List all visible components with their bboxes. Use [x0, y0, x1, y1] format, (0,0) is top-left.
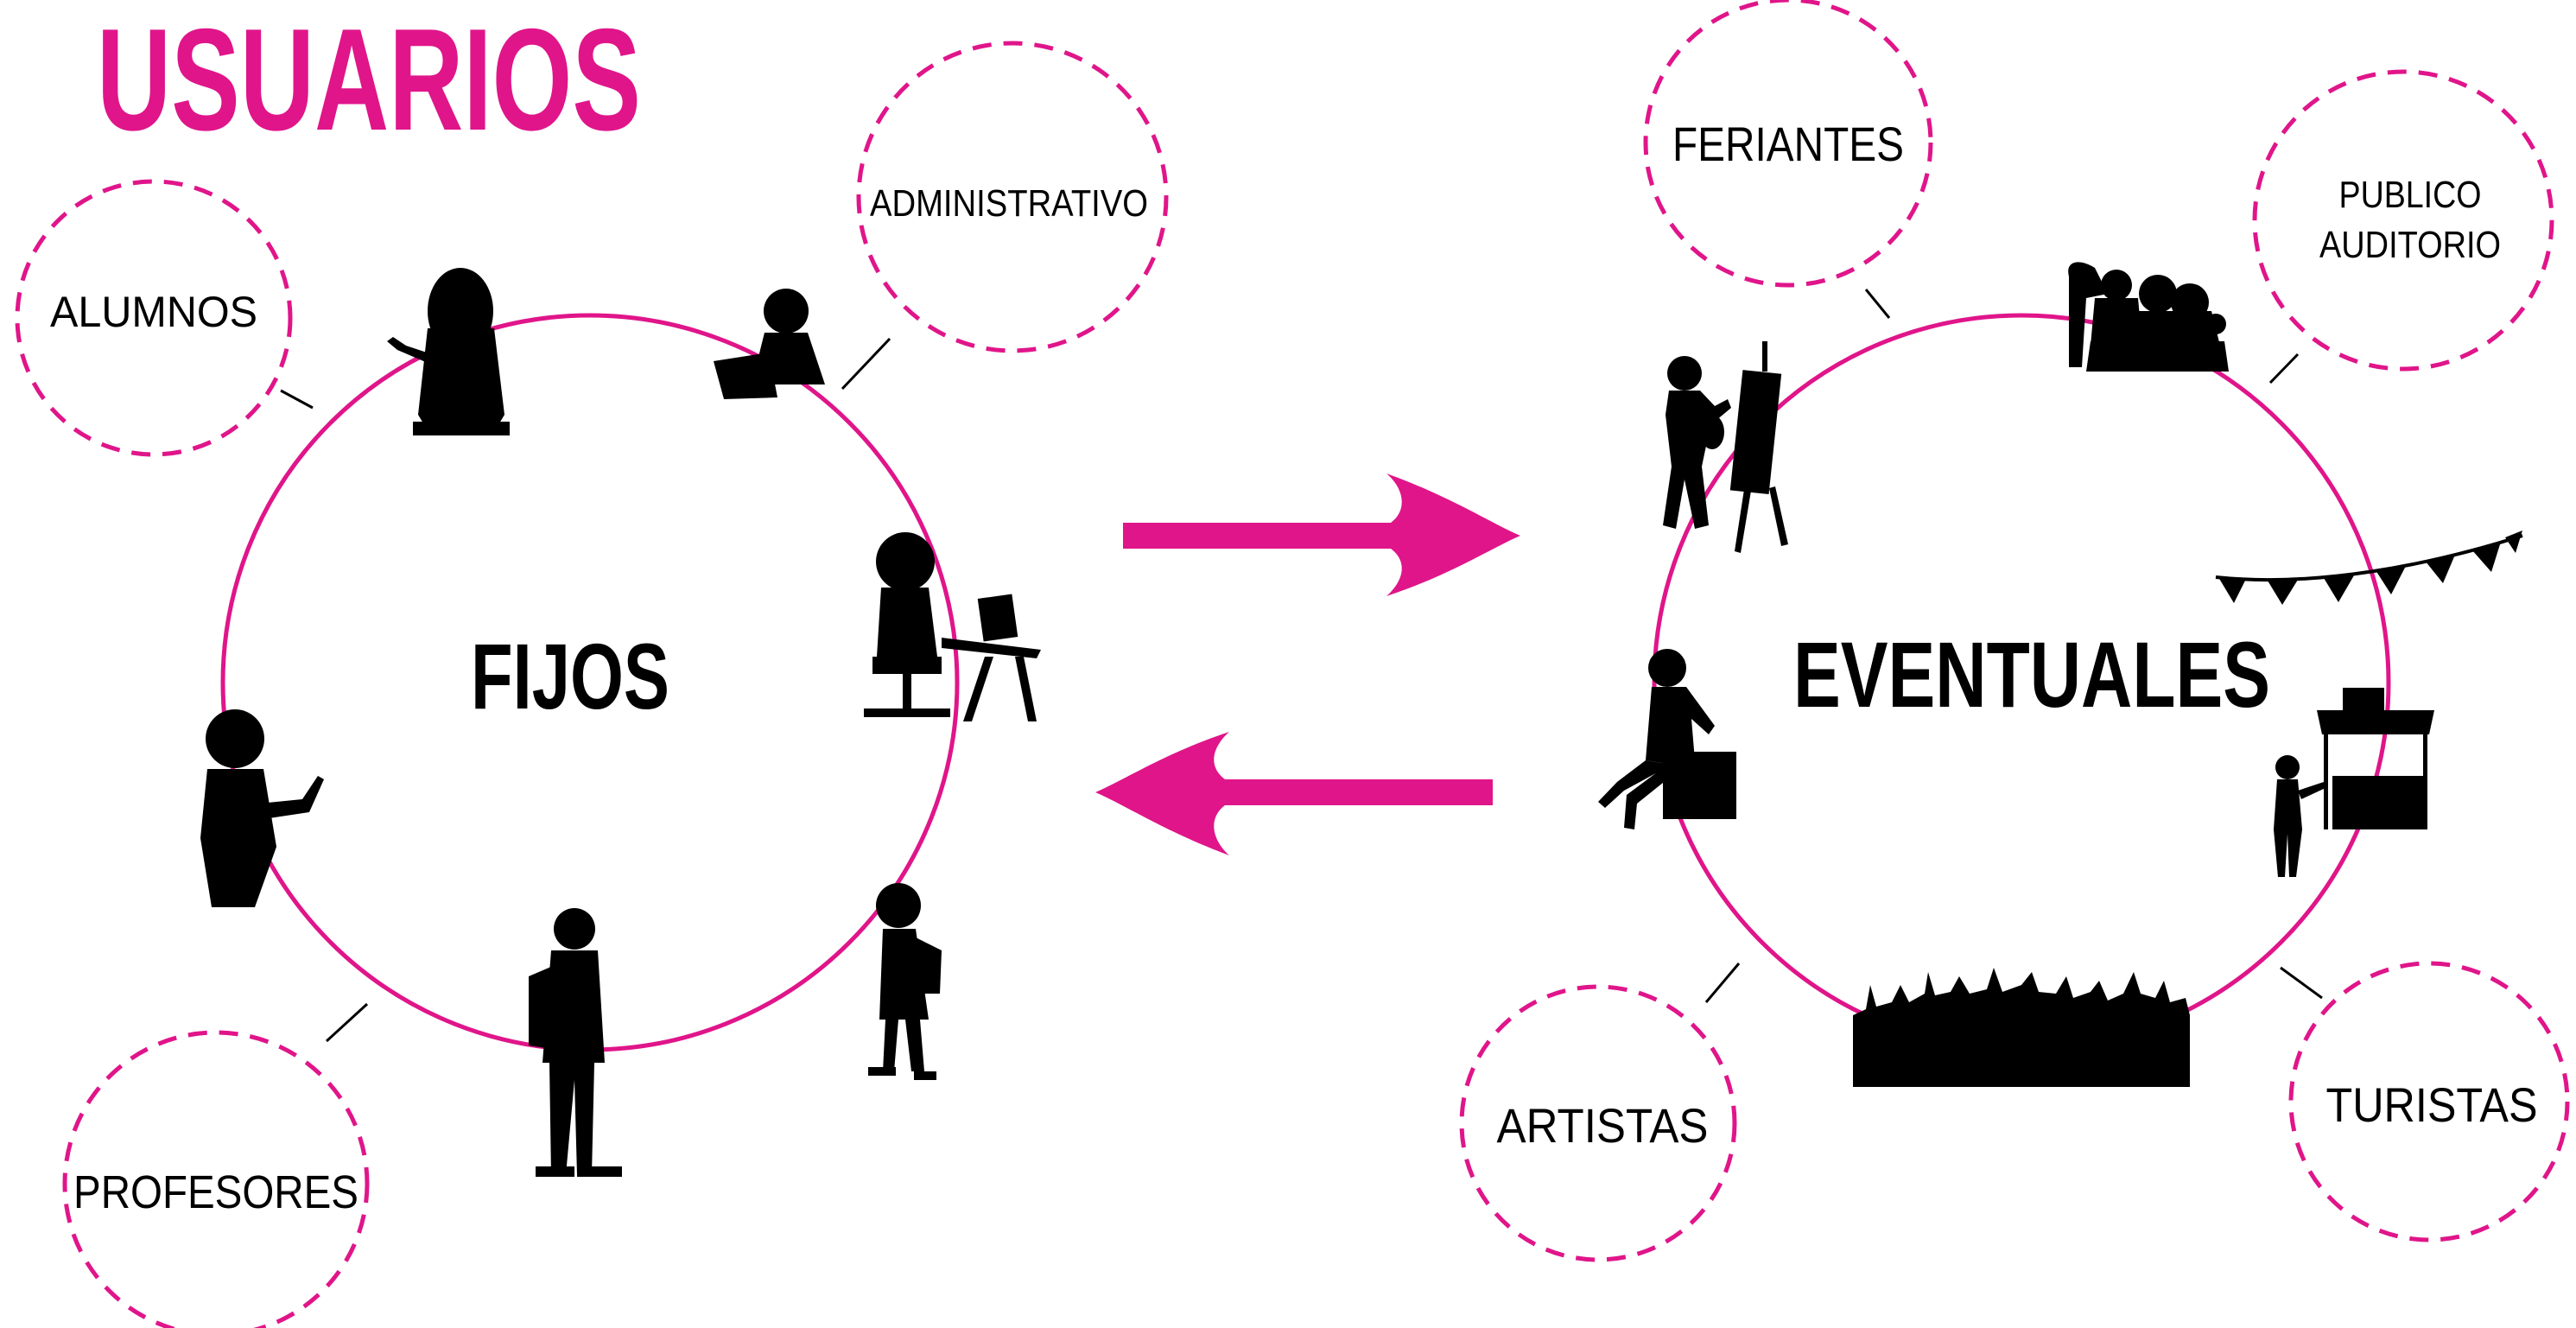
arrow-left-icon [1095, 732, 1493, 855]
bunting-flags-icon [2215, 531, 2523, 605]
publico-auditorio-bubble [2252, 69, 2554, 372]
turistas-label: TURISTAS [2326, 1077, 2538, 1132]
painter-easel-icon [1663, 341, 1788, 553]
publico-label-line1: PUBLICO [2339, 174, 2482, 216]
desk-worker-icon [864, 532, 1041, 721]
eventuales-label: EVENTUALES [1793, 622, 2270, 727]
alumnos-label: ALUMNOS [50, 288, 257, 336]
artistas-bubble [1459, 984, 1737, 1262]
concert-crowd-icon [1853, 968, 2190, 1087]
publico-label-line2: AUDITORIO [2319, 224, 2501, 266]
student-silhouette-icon [387, 268, 510, 435]
alumnos-bubble [15, 179, 293, 457]
feriantes-label: FERIANTES [1672, 117, 1904, 171]
backpack-person-icon [529, 908, 622, 1177]
feriantes-connector [1864, 289, 1891, 319]
audience-icon [2068, 262, 2229, 372]
teacher-pointing-icon [200, 709, 324, 907]
seated-woman-icon [1598, 649, 1736, 829]
profesores-connector [325, 1002, 369, 1043]
page-title: USUARIOS [97, 0, 641, 161]
artistas-label: ARTISTAS [1497, 1098, 1709, 1153]
alumnos-connector [280, 389, 314, 410]
arrow-right-icon [1123, 473, 1520, 596]
turistas-connector [2280, 966, 2323, 1000]
market-stall-icon [2274, 688, 2434, 877]
fijos-label: FIJOS [471, 624, 669, 728]
turistas-bubble [2288, 961, 2570, 1242]
feriantes-bubble [1643, 0, 1933, 288]
profesores-bubble [62, 1030, 370, 1328]
artistas-connector [1704, 963, 1741, 1003]
office-worker-laptop-icon [714, 289, 825, 399]
profesores-label: PROFESORES [73, 1166, 358, 1218]
child-backpack-icon [868, 883, 942, 1080]
administrativo-label: ADMINISTRATIVO [870, 182, 1148, 225]
administrativo-bubble [856, 41, 1169, 353]
publico-connector [2268, 353, 2300, 384]
administrativo-connector [841, 337, 891, 391]
